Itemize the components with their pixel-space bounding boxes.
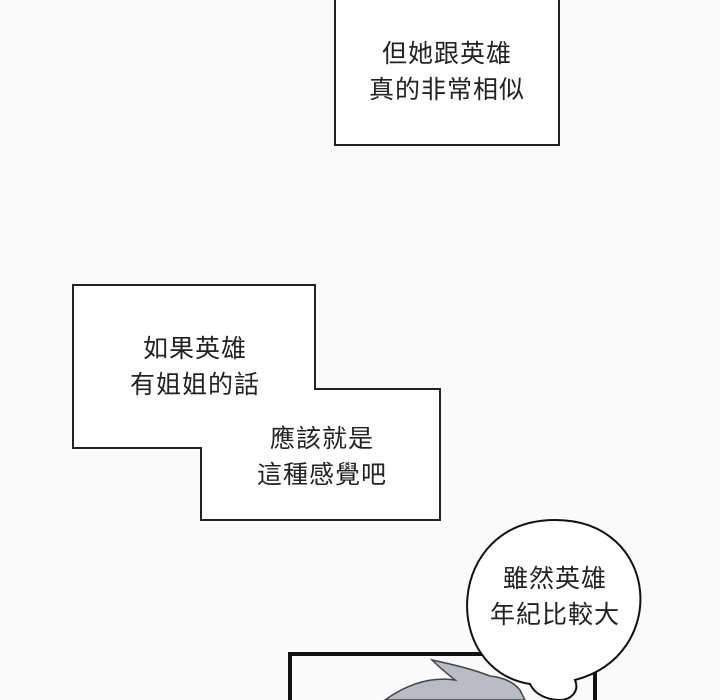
caption-1: 但她跟英雄 真的非常相似 <box>334 36 560 108</box>
character-hair <box>383 658 526 700</box>
speech-bubble-line-1: 雖然英雄 <box>502 564 607 593</box>
caption-1-line-1: 但她跟英雄 <box>381 39 512 68</box>
caption-box-2-outline <box>72 284 441 521</box>
caption-3-line-1: 應該就是 <box>269 424 374 453</box>
caption-1-line-2: 真的非常相似 <box>368 75 525 104</box>
caption-2-line-2: 有姐姐的話 <box>129 370 260 399</box>
caption-3: 應該就是 這種感覺吧 <box>227 421 417 493</box>
speech-bubble-text: 雖然英雄 年紀比較大 <box>470 561 640 633</box>
caption-2-line-1: 如果英雄 <box>142 334 247 363</box>
caption-2: 如果英雄 有姐姐的話 <box>100 331 290 403</box>
caption-box-1 <box>334 0 560 146</box>
speech-bubble-line-2: 年紀比較大 <box>489 600 620 629</box>
caption-3-line-2: 這種感覺吧 <box>256 460 387 489</box>
